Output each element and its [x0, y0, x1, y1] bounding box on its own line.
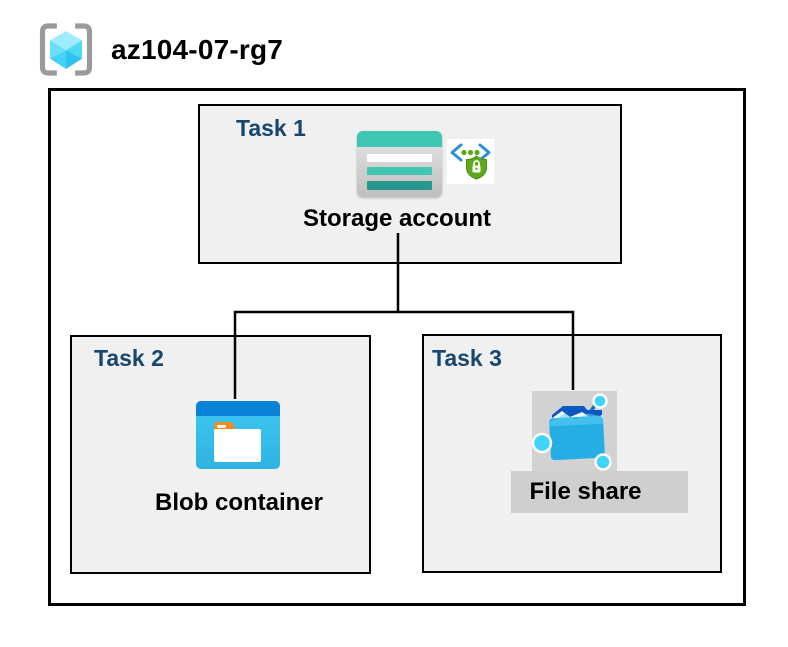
resource-group-header: az104-07-rg7: [37, 22, 283, 77]
blob-icon-folder-tab: [214, 422, 237, 432]
blob-icon-title-bar: [196, 401, 280, 416]
resource-group-name: az104-07-rg7: [111, 33, 284, 65]
blob-icon-folder: [214, 429, 261, 462]
task2-box: Task 2 Blob container: [70, 335, 371, 574]
resource-group-icon: [39, 23, 93, 76]
file-share-label-strip: File share: [511, 471, 688, 513]
secure-access-icon: [447, 139, 494, 184]
storage-icon-bar-white: [367, 154, 432, 162]
blob-container-label: Blob container: [154, 489, 323, 516]
storage-icon-bar-dark-teal: [367, 181, 432, 190]
storage-icon-bars: [357, 154, 442, 190]
task1-box: Task 1 Storage account: [198, 104, 622, 264]
file-share-icon: [532, 391, 617, 472]
task3-box: Task 3 File share: [422, 334, 722, 573]
task2-label: Task 2: [94, 345, 164, 371]
blob-icon-tab-dash: [217, 425, 226, 428]
blob-container-icon: [196, 401, 280, 469]
storage-icon-top-band: [357, 131, 442, 147]
storage-account-icon: [357, 131, 442, 197]
task1-label: Task 1: [236, 115, 306, 141]
storage-account-label: Storage account: [302, 205, 492, 232]
task3-label: Task 3: [432, 345, 502, 371]
storage-icon-bar-teal: [367, 167, 432, 175]
file-share-label: File share: [529, 478, 642, 505]
